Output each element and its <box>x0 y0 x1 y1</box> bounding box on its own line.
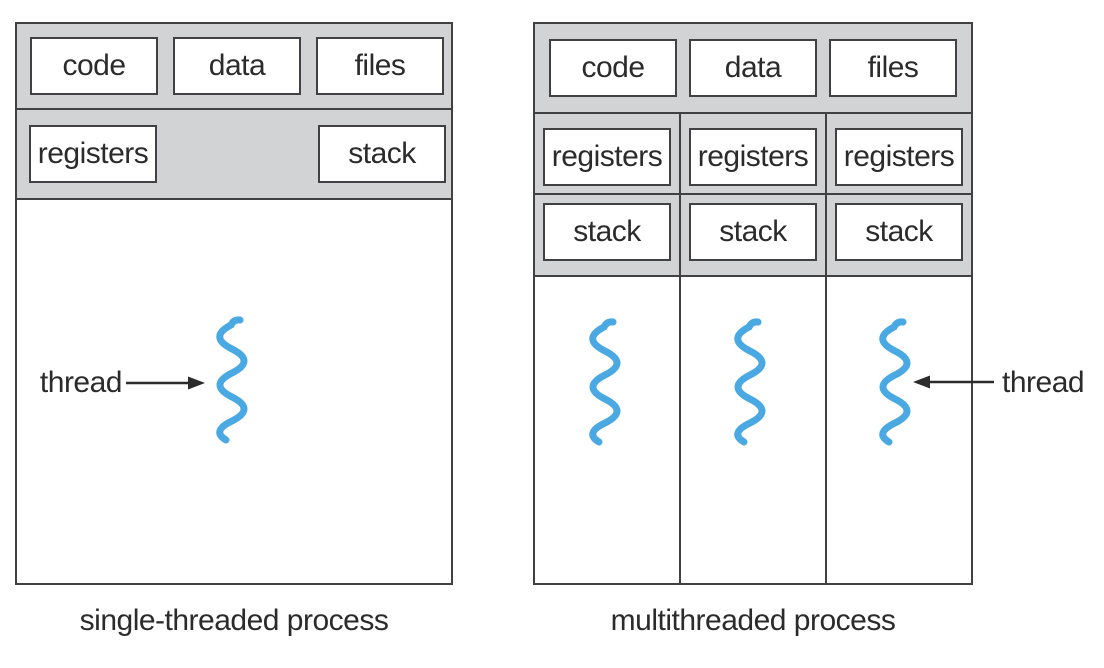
registers-label: registers <box>697 139 809 173</box>
single-threaded-process-box: code data files registers stack <box>15 22 453 585</box>
thread-squiggle-icon <box>734 318 766 446</box>
thread-column-body <box>681 277 825 583</box>
stack-label: stack <box>573 215 641 248</box>
files-box: files <box>316 37 444 95</box>
data-box: data <box>689 39 817 97</box>
code-label: code <box>581 51 645 84</box>
left-thread-arrow-icon <box>126 376 205 390</box>
left-thread-squiggle-icon <box>216 316 248 444</box>
left-process-body <box>17 200 451 583</box>
files-box: files <box>829 39 957 97</box>
stack-label: stack <box>348 137 416 170</box>
right-thread-label: thread <box>1002 366 1085 399</box>
registers-cell: registers <box>827 114 971 195</box>
stack-box: stack <box>543 203 671 261</box>
registers-label: registers <box>551 139 663 173</box>
registers-box: registers <box>835 127 963 186</box>
registers-cell: registers <box>681 114 825 195</box>
left-thread-label: thread <box>39 366 123 399</box>
data-box: data <box>173 37 301 95</box>
thread-columns: registers stack registers <box>535 114 971 583</box>
stack-cell: stack <box>535 195 679 277</box>
code-label: code <box>62 49 126 82</box>
thread-squiggle-icon <box>879 318 911 446</box>
multithreaded-caption: multithreaded process <box>610 604 896 637</box>
stack-label: stack <box>719 215 787 248</box>
left-thread-state-row: registers stack <box>17 110 451 200</box>
code-box: code <box>549 39 677 97</box>
stack-box: stack <box>318 125 446 183</box>
code-box: code <box>30 37 158 95</box>
single-threaded-caption: single-threaded process <box>79 604 389 637</box>
thread-column-2: registers stack <box>681 114 827 583</box>
registers-label: registers <box>37 137 149 170</box>
files-label: files <box>867 51 919 84</box>
stack-cell: stack <box>681 195 825 277</box>
multithreaded-process-box: code data files registers stack <box>533 22 973 585</box>
thread-squiggle-icon <box>589 318 621 446</box>
files-label: files <box>354 49 406 82</box>
data-label: data <box>208 49 266 82</box>
right-shared-resources-row: code data files <box>535 24 971 114</box>
stack-box: stack <box>835 203 963 261</box>
thread-column-body <box>827 277 971 583</box>
left-shared-resources-row: code data files <box>17 24 451 110</box>
registers-box: registers <box>689 127 817 186</box>
stack-box: stack <box>689 203 817 261</box>
data-label: data <box>724 51 782 84</box>
stack-label: stack <box>865 215 933 248</box>
registers-box: registers <box>543 127 671 186</box>
thread-column-3: registers stack <box>827 114 971 583</box>
registers-cell: registers <box>535 114 679 195</box>
stack-cell: stack <box>827 195 971 277</box>
registers-box: registers <box>29 125 157 183</box>
registers-label: registers <box>843 139 955 173</box>
right-thread-arrow-icon <box>913 375 994 389</box>
